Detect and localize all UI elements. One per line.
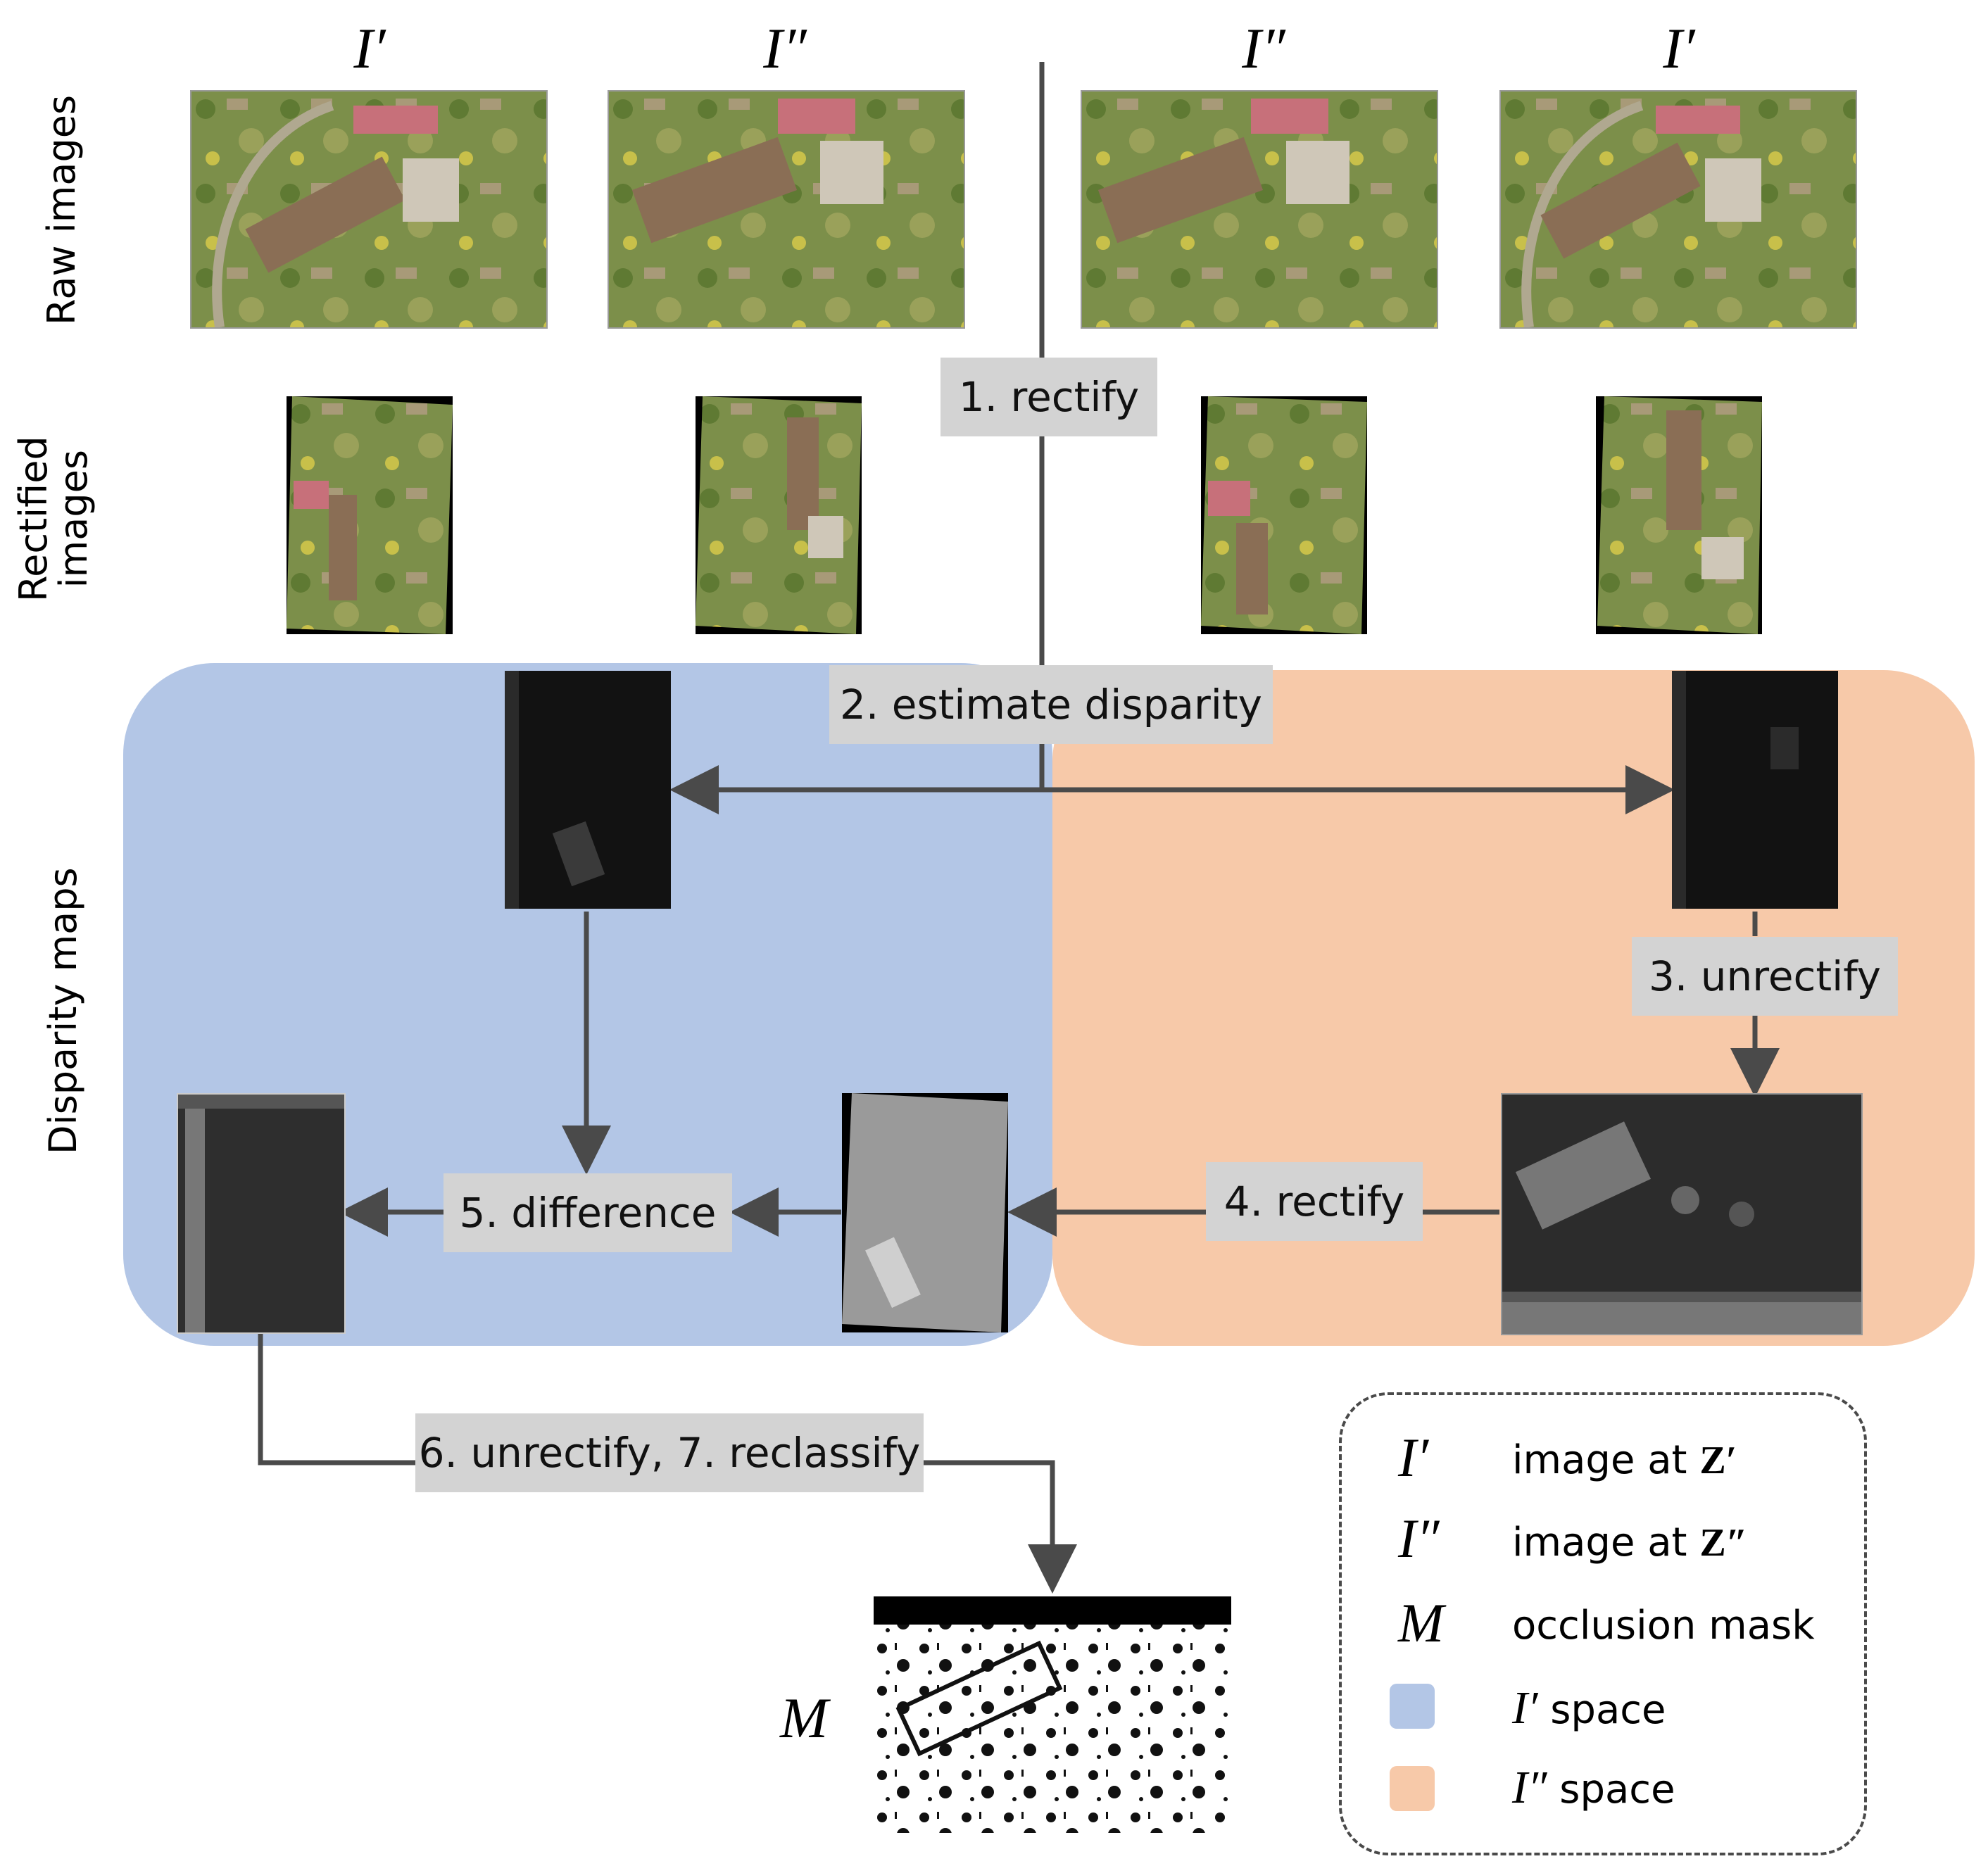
- step-6-7-unrectify-reclassify: 6. unrectify, 7. reclassify: [415, 1413, 924, 1492]
- legend-symbol-i-prime: I′: [1398, 1427, 1429, 1488]
- legend-var-i-double-prime: I″: [1512, 1762, 1547, 1813]
- legend-symbol-i-double-prime: I″: [1398, 1508, 1440, 1569]
- row-label-rectified-images: Rectified images: [11, 436, 96, 602]
- raw-image-2: [608, 90, 965, 329]
- legend-swatch-i-prime-space: [1390, 1684, 1435, 1729]
- row-label-raw-images: Raw images: [39, 94, 84, 325]
- occlusion-mask-image: [874, 1596, 1231, 1833]
- disparity-map-i-double-prime: [1672, 671, 1838, 909]
- rectified-image-3: [1201, 396, 1367, 634]
- rectified-image-2: [696, 396, 862, 634]
- step-5-difference: 5. difference: [443, 1173, 732, 1252]
- row-label-rectified-line1: Rectified: [11, 436, 56, 602]
- column-header-1: I′: [353, 16, 386, 80]
- row-label-disparity-maps: Disparity maps: [41, 867, 85, 1154]
- legend-text-i-double-prime: image at Z″: [1512, 1520, 1748, 1565]
- unrectified-disparity-map: [1501, 1093, 1863, 1335]
- column-header-3: I″: [1242, 16, 1285, 80]
- raw-image-4: [1499, 90, 1857, 329]
- legend-var-i-prime: I′: [1512, 1682, 1538, 1734]
- legend-var-z-double-prime: Z″: [1699, 1521, 1748, 1565]
- mask-label: M: [780, 1686, 829, 1750]
- row-label-rectified-line2: images: [51, 449, 96, 588]
- step-4-rectify: 4. rectify: [1206, 1162, 1423, 1241]
- legend-text-i-double-prime-space: I″ space: [1512, 1762, 1675, 1813]
- step-3-unrectify: 3. unrectify: [1632, 937, 1898, 1016]
- legend-text-i-prime-space: I′ space: [1512, 1682, 1666, 1734]
- disparity-map-i-prime: [505, 671, 671, 909]
- step-1-rectify: 1. rectify: [940, 358, 1157, 436]
- raw-image-1: [190, 90, 548, 329]
- legend-text-mask: occlusion mask: [1512, 1603, 1815, 1648]
- rectified-disparity-map: [842, 1093, 1008, 1332]
- legend-box: I′ image at Z′ I″ image at Z″ M occlusio…: [1339, 1392, 1867, 1855]
- rectified-image-1: [287, 396, 453, 634]
- legend-symbol-mask: M: [1398, 1592, 1444, 1653]
- difference-map: [177, 1093, 346, 1334]
- column-header-2: I″: [763, 16, 807, 80]
- rectified-image-4: [1596, 396, 1762, 634]
- legend-text-i-prime: image at Z′: [1512, 1437, 1737, 1483]
- raw-image-3: [1081, 90, 1438, 329]
- legend-var-z-prime: Z′: [1699, 1439, 1737, 1482]
- column-header-4: I′: [1663, 16, 1695, 80]
- legend-swatch-i-double-prime-space: [1390, 1766, 1435, 1811]
- step-2-estimate-disparity: 2. estimate disparity: [829, 665, 1273, 744]
